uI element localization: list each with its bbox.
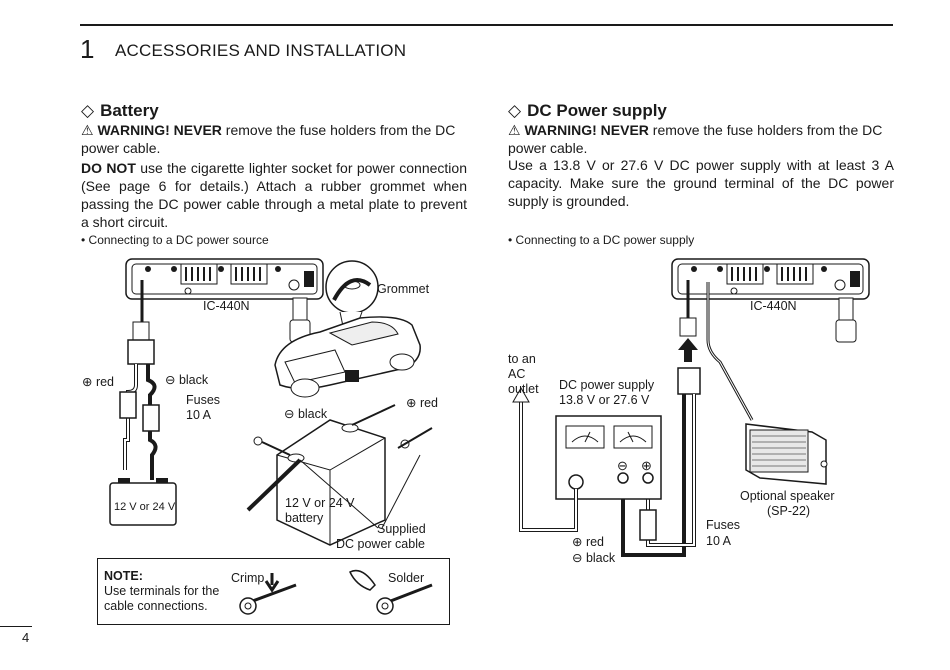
left-fuses-label: Fuses (186, 393, 221, 407)
crimp-illustration (239, 573, 297, 615)
chapter-number: 1 (80, 34, 95, 64)
battery-bullet: • Connecting to a DC power source (81, 233, 269, 247)
right-radio (671, 258, 870, 300)
left-radio (125, 258, 324, 300)
batt-word-label: battery (285, 511, 324, 525)
note-title: NOTE: (104, 569, 143, 583)
left-fuses-value: 10 A (186, 408, 212, 422)
chapter-title: ACCESSORIES AND INSTALLATION (115, 41, 407, 60)
battery-warning: ⚠ WARNING! NEVER remove the fuse holders… (81, 121, 467, 157)
to-an-label: to an (508, 352, 536, 366)
right-fuses-value: 10 A (706, 534, 732, 548)
right-minus-black-label: ⊖ black (572, 551, 616, 565)
speaker-illustration (745, 423, 828, 485)
page-number: 4 (22, 630, 30, 645)
left-plus-red-label: ⊕ red (82, 375, 115, 389)
page-number-rule (0, 626, 32, 627)
dcps-warning: ⚠ WARNING! NEVER remove the fuse holders… (508, 121, 894, 157)
car-illustration (274, 316, 421, 398)
solder-label: Solder (388, 571, 425, 585)
svg-text:⊕: ⊕ (641, 458, 652, 473)
note-line2: cable connections. (104, 599, 208, 613)
batt-plus-red-label: ⊕ red (406, 396, 439, 410)
speaker-model-label: (SP-22) (767, 504, 811, 518)
batt-voltage-label: 12 V or 24 V (285, 496, 355, 510)
battery-box-label: 12 V or 24 V (114, 501, 176, 513)
battery-warning-text: remove the fuse holders from the DC powe… (81, 122, 456, 156)
ac-label: AC (508, 367, 526, 381)
psu-title-label: DC power supply (559, 378, 655, 392)
dcps-warning-text: remove the fuse holders from the DC powe… (508, 122, 883, 156)
psu-volts-label: 13.8 V or 27.6 V (559, 393, 650, 407)
batt-minus-black-label: ⊖ black (284, 407, 328, 421)
battery-heading-text: Battery (100, 101, 159, 120)
battery-donot-text: use the cigarette lighter socket for pow… (81, 160, 467, 230)
dcps-body: Use a 13.8 V or 27.6 V DC power supply w… (508, 157, 894, 209)
battery-donot-bold: DO NOT (81, 160, 136, 176)
header-rule (80, 24, 893, 26)
svg-text:⊖: ⊖ (617, 458, 628, 473)
car-battery-illustration (276, 419, 386, 546)
grommet-label: Grommet (377, 282, 430, 296)
right-radio-label: IC-440N (750, 299, 797, 313)
supplied-label: Supplied (377, 522, 426, 536)
battery-warning-bold: WARNING! NEVER (97, 122, 222, 138)
battery-donot: DO NOT use the cigarette lighter socket … (81, 159, 467, 231)
dcps-heading: ◇ DC Power supply (508, 101, 667, 121)
note-box (97, 558, 450, 625)
diamond-icon: ◇ (81, 101, 95, 120)
battery-heading: ◇ Battery (81, 101, 159, 121)
right-fuses-label: Fuses (706, 518, 741, 532)
crimp-label: Crimp (231, 571, 265, 585)
right-plus-red-label: ⊕ red (572, 535, 605, 549)
left-minus-black-label: ⊖ black (165, 373, 209, 387)
dcps-heading-text: DC Power supply (527, 101, 667, 120)
diamond-icon: ◇ (508, 101, 522, 120)
dc-cable-label: DC power cable (336, 537, 425, 551)
note-line1: Use terminals for the (104, 584, 220, 598)
outlet-label: outlet (508, 382, 539, 396)
optional-speaker-label: Optional speaker (740, 489, 835, 503)
warning-icon: ⚠ (508, 122, 521, 138)
left-radio-label: IC-440N (203, 299, 250, 313)
dcps-warning-bold: WARNING! NEVER (524, 122, 649, 138)
warning-icon: ⚠ (81, 122, 94, 138)
dcps-bullet: • Connecting to a DC power supply (508, 233, 695, 247)
solder-illustration (349, 569, 433, 615)
